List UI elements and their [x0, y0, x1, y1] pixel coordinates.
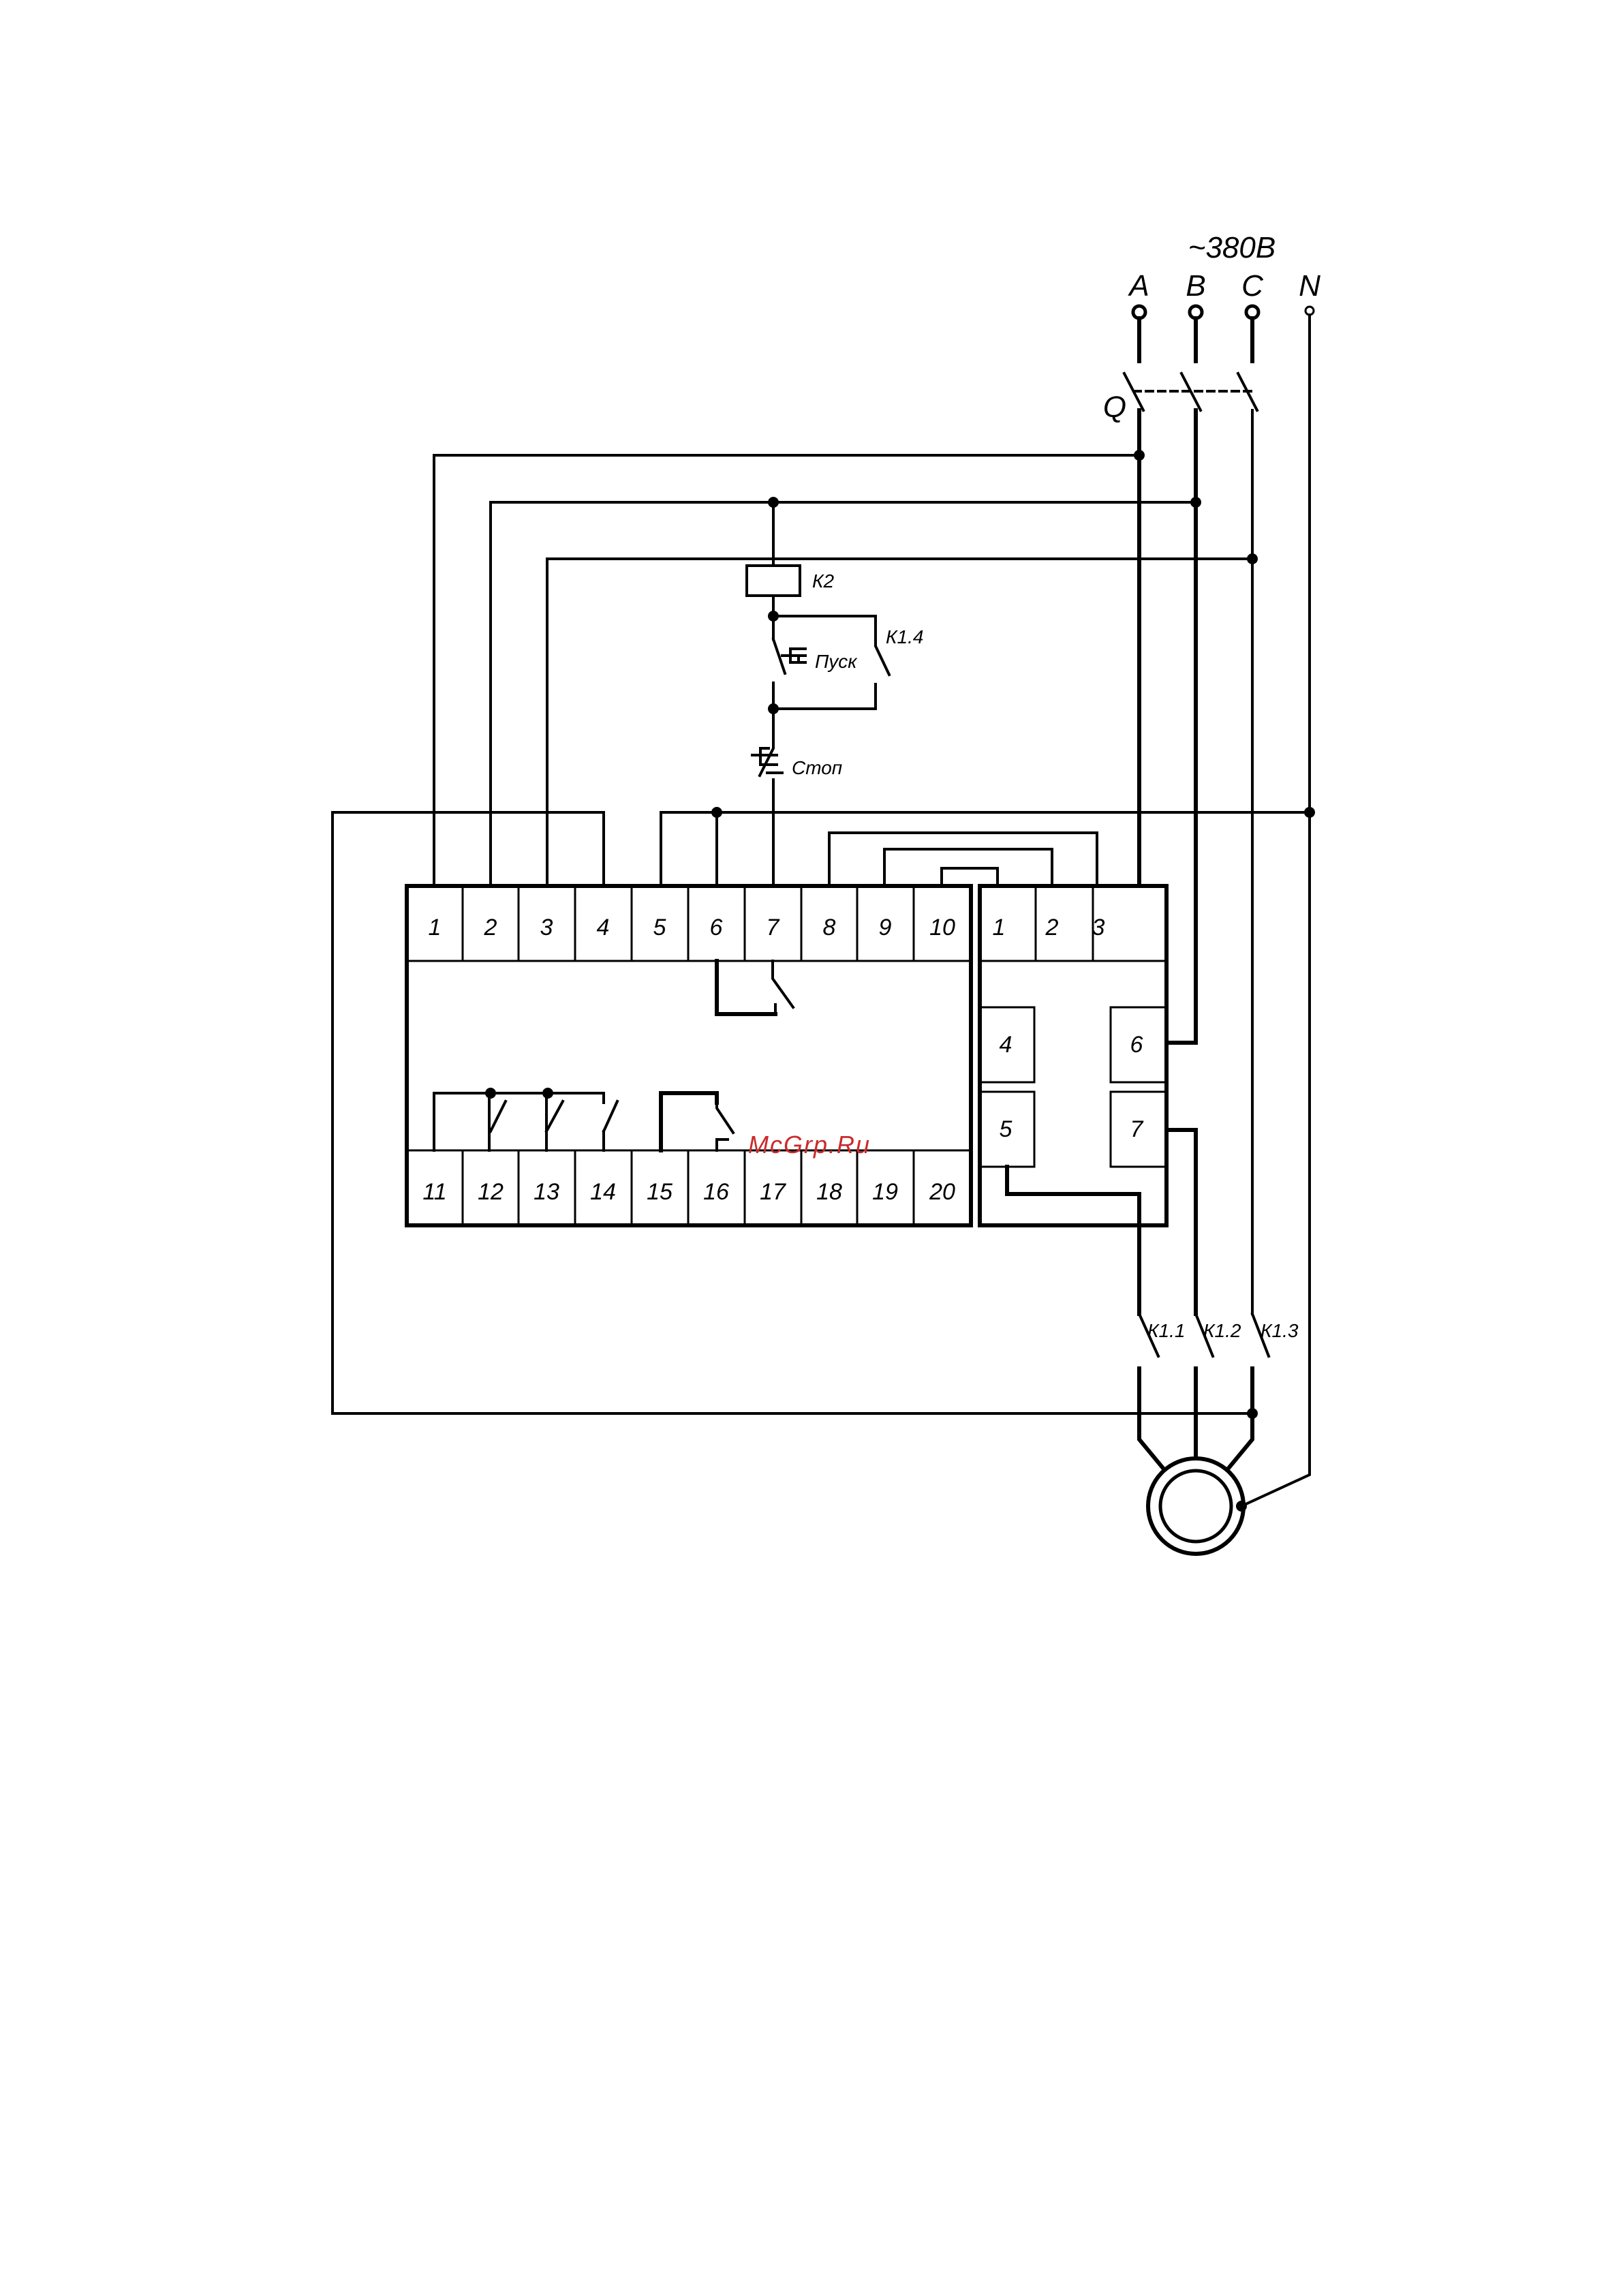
jumper-8-3 [829, 833, 1097, 886]
coil-k2 [747, 566, 800, 596]
voltage-label: ~380В [1188, 231, 1276, 264]
output-k1-2 [1166, 1130, 1196, 1314]
tap-a-to-t1 [434, 455, 1139, 886]
breaker-label: Q [1103, 391, 1126, 424]
svg-text:10: 10 [929, 915, 955, 940]
svg-text:3: 3 [540, 915, 553, 940]
svg-text:5: 5 [1000, 1116, 1013, 1142]
svg-text:20: 20 [929, 1179, 955, 1205]
svg-text:2: 2 [1045, 915, 1059, 940]
svg-text:9: 9 [879, 915, 892, 940]
phase-feed-lines [1139, 318, 1252, 361]
motor-contact-label-2: К1.2 [1203, 1320, 1241, 1341]
svg-text:4: 4 [597, 915, 610, 940]
motor [1148, 1458, 1243, 1554]
svg-text:15: 15 [647, 1179, 673, 1205]
svg-text:18: 18 [816, 1179, 842, 1205]
watermark: McGrp.Ru [748, 1131, 871, 1159]
motor-contact-label-1: К1.1 [1147, 1320, 1185, 1341]
start-button-actuator [782, 649, 805, 662]
svg-text:19: 19 [872, 1179, 898, 1205]
phase-label-a: A [1127, 269, 1149, 303]
svg-text:8: 8 [823, 915, 836, 940]
jumper-10-1 [942, 868, 998, 886]
svg-text:16: 16 [703, 1179, 729, 1205]
svg-text:11: 11 [422, 1179, 446, 1205]
phase-label-n: N [1299, 269, 1320, 303]
phase-label-c: C [1241, 269, 1264, 303]
svg-text:5: 5 [653, 915, 666, 940]
svg-text:7: 7 [1130, 1116, 1144, 1142]
start-button-contact [773, 616, 785, 709]
svg-text:4: 4 [1000, 1032, 1013, 1058]
svg-text:1: 1 [993, 915, 1006, 940]
svg-text:1: 1 [429, 915, 442, 940]
svg-text:14: 14 [590, 1179, 616, 1205]
coil-k2-label: К2 [812, 570, 835, 592]
svg-text:6: 6 [710, 915, 723, 940]
svg-text:17: 17 [760, 1179, 786, 1205]
tap-c-to-t3 [547, 559, 1252, 886]
svg-text:3: 3 [1092, 915, 1105, 940]
hold-contact-label: К1.4 [886, 626, 923, 647]
svg-text:6: 6 [1130, 1032, 1143, 1058]
svg-text:13: 13 [534, 1179, 559, 1205]
start-button-label: Пуск [815, 651, 858, 672]
stop-button-label: Стоп [792, 757, 842, 778]
svg-text:2: 2 [484, 915, 497, 940]
stop-button-contact [760, 709, 773, 886]
svg-text:12: 12 [478, 1179, 504, 1205]
motor-contact-label-3: К1.3 [1261, 1320, 1299, 1341]
svg-text:7: 7 [767, 915, 780, 940]
phase-label-b: B [1186, 269, 1205, 303]
